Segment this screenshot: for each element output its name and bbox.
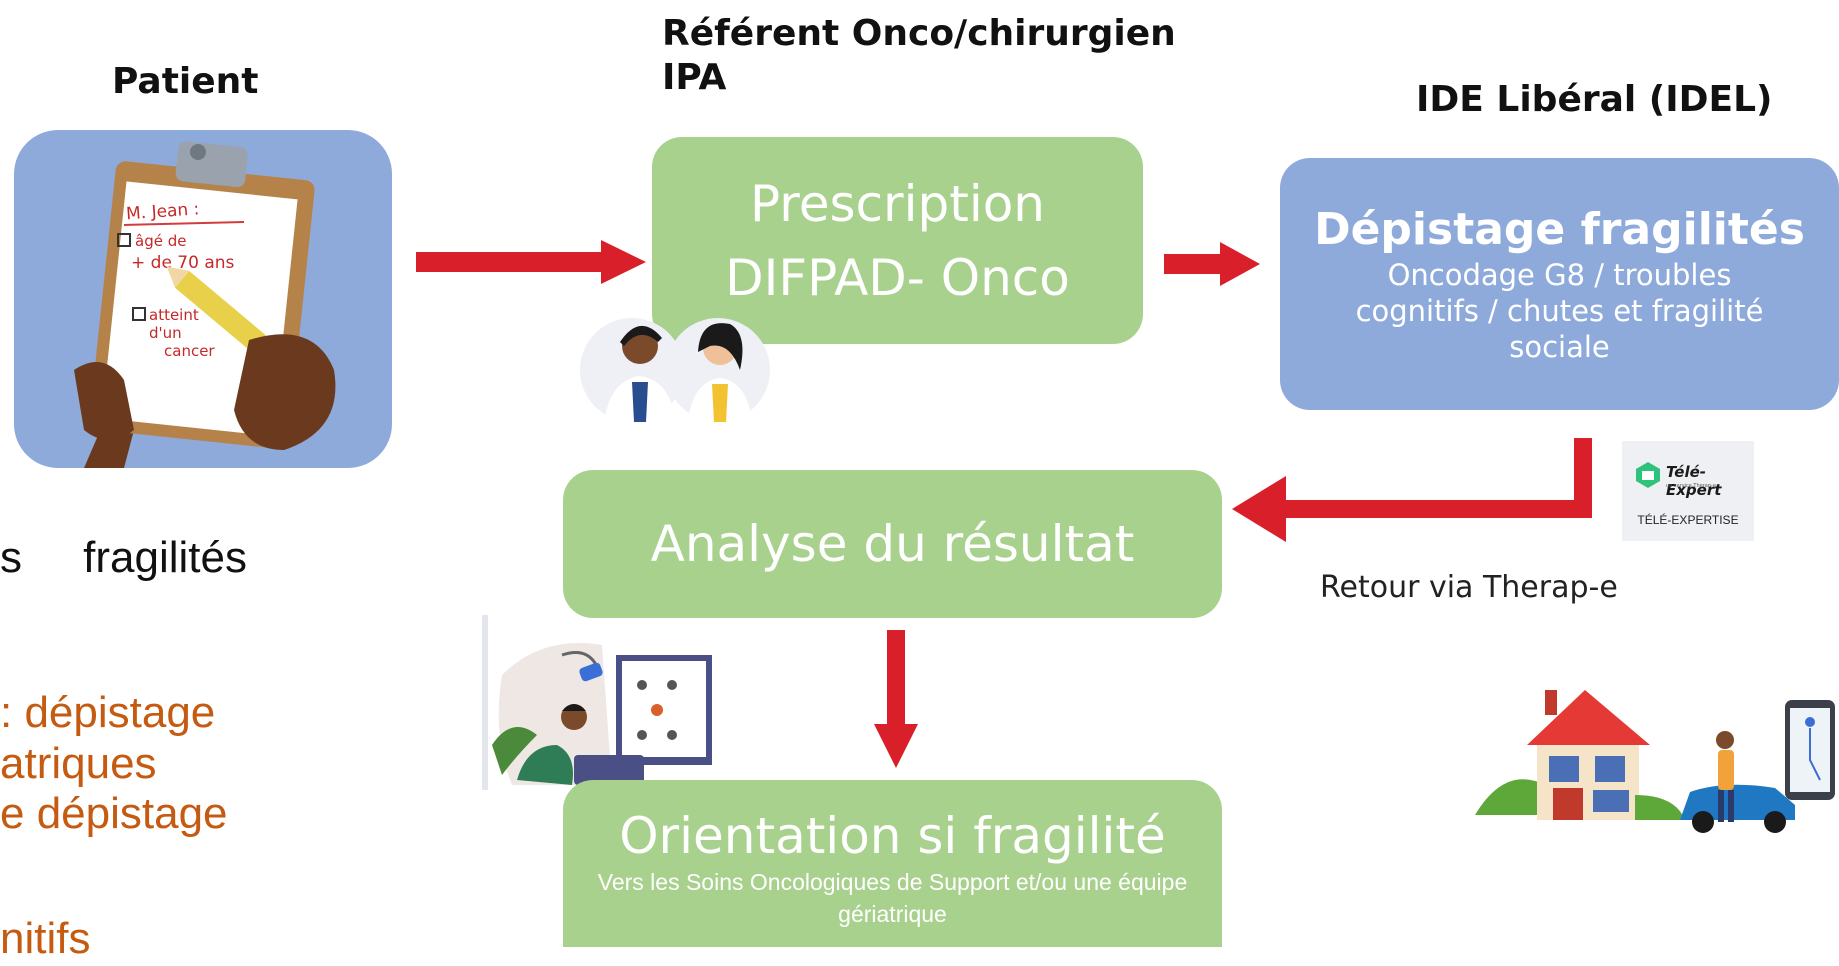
doctors-avatars [580,312,780,424]
arrow-analyse-to-orientation [874,630,918,768]
doctors-icon [580,318,770,422]
tele-expert-caption: TÉLÉ-EXPERTISE [1637,513,1739,527]
tele-expert-brand: Télé-Expert [1666,463,1722,499]
depistage-box: Dépistage fragilités Oncodage G8 / troub… [1280,158,1839,410]
left-text-line3: atriques [0,739,157,788]
idel-header: IDE Libéral (IDEL) [1416,79,1773,120]
prescription-line1: Prescription [750,174,1045,233]
depistage-subtitle: Oncodage G8 / troubles cognitifs / chute… [1355,258,1764,364]
house-illustration [1475,670,1839,850]
left-text-line4: e dépistage [0,789,228,838]
arrow-prescription-to-depistage [1164,242,1260,286]
referent-header-line2: IPA [662,57,727,98]
retour-label: Retour via Therap-e [1320,570,1618,605]
orientation-box: Orientation si fragilité Vers les Soins … [563,780,1222,947]
tele-expert-icon [1636,462,1660,488]
tele-expert-logo: Télé-Expert un service Therap-e TÉLÉ-EXP… [1622,441,1754,541]
laptop-person-icon [482,615,712,790]
arrow-depistage-to-analyse [1232,438,1592,542]
orientation-title: Orientation si fragilité [619,807,1166,865]
patient-header: Patient [112,61,259,102]
left-text-line1: s fragilités [0,533,247,582]
depistage-title: Dépistage fragilités [1314,204,1805,255]
arrow-patient-to-prescription [416,240,646,284]
left-text-line5: nitifs [0,914,91,963]
clipboard-item2-line1: atteint [149,306,199,324]
referent-header-line1: Référent Onco/chirurgien [662,13,1176,54]
clipboard-item1-line2: + de 70 ans [131,253,235,273]
patient-illustration: M. Jean : âgé de + de 70 ans atteint d'u… [14,130,392,468]
analyse-box: Analyse du résultat [563,470,1222,618]
laptop-person-illustration [482,615,732,795]
left-text-line2: : dépistage [0,688,216,737]
referent-header: Référent Onco/chirurgien IPA [662,12,1176,100]
analyse-label: Analyse du résultat [650,515,1135,573]
clipboard-illustration: M. Jean : âgé de + de 70 ans atteint d'u… [74,141,336,468]
prescription-box: Prescription DIFPAD- Onco [652,137,1143,344]
clipboard-item1-line1: âgé de [135,232,186,250]
clipboard-item2-line3: cancer [164,342,215,360]
orientation-subtitle: Vers les Soins Oncologiques de Support e… [597,869,1188,927]
tele-expert-tagline: un service Therap-e [1666,483,1716,489]
house-icon [1475,690,1835,833]
prescription-line2: DIFPAD- Onco [725,248,1070,307]
clipboard-item2-line2: d'un [149,324,182,342]
